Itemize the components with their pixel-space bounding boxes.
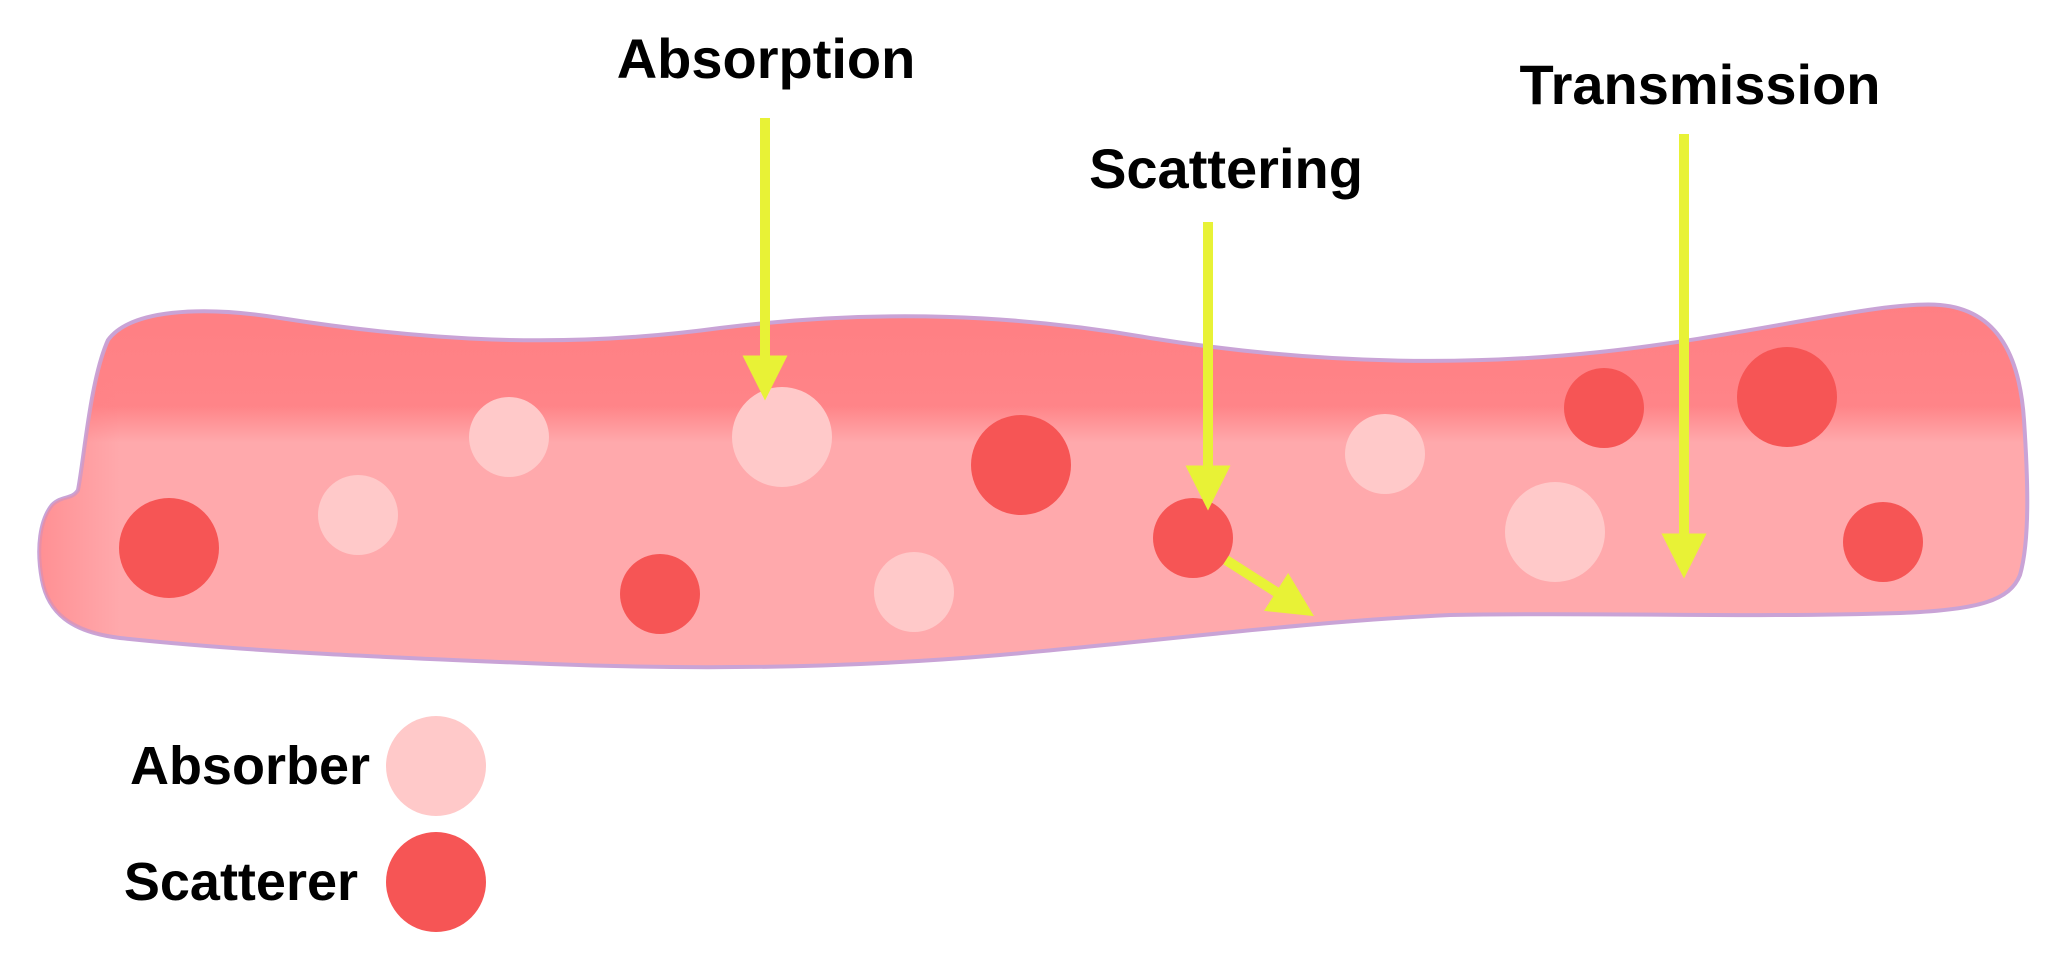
legend-scatterer-label: Scatterer xyxy=(124,852,358,912)
scattering-deflected-arrow xyxy=(1223,555,1314,617)
absorber-particle xyxy=(1345,414,1425,494)
legend-absorber-swatch xyxy=(386,716,486,816)
absorber-particle xyxy=(318,475,398,555)
absorber-particle xyxy=(732,387,832,487)
tissue-left-edge-shade xyxy=(39,340,121,638)
transmission-label: Transmission xyxy=(1519,53,1880,116)
legend: Absorber Scatterer xyxy=(124,716,486,932)
scatterer-particles xyxy=(119,347,1923,634)
absorber-particle xyxy=(874,552,954,632)
absorption-label: Absorption xyxy=(617,27,916,90)
scatterer-particle xyxy=(1843,502,1923,582)
absorber-particle xyxy=(469,397,549,477)
absorber-particle xyxy=(1505,482,1605,582)
scattering-label: Scattering xyxy=(1089,137,1363,200)
scatterer-particle xyxy=(1153,498,1233,578)
absorber-particles xyxy=(318,387,1605,632)
light-arrows xyxy=(742,118,1707,617)
scatterer-particle xyxy=(620,554,700,634)
scatterer-particle xyxy=(971,415,1071,515)
legend-scatterer-swatch xyxy=(386,832,486,932)
scatterer-particle xyxy=(1737,347,1837,447)
legend-absorber-label: Absorber xyxy=(130,736,370,796)
scatterer-particle xyxy=(1564,368,1644,448)
scatterer-particle xyxy=(119,498,219,598)
